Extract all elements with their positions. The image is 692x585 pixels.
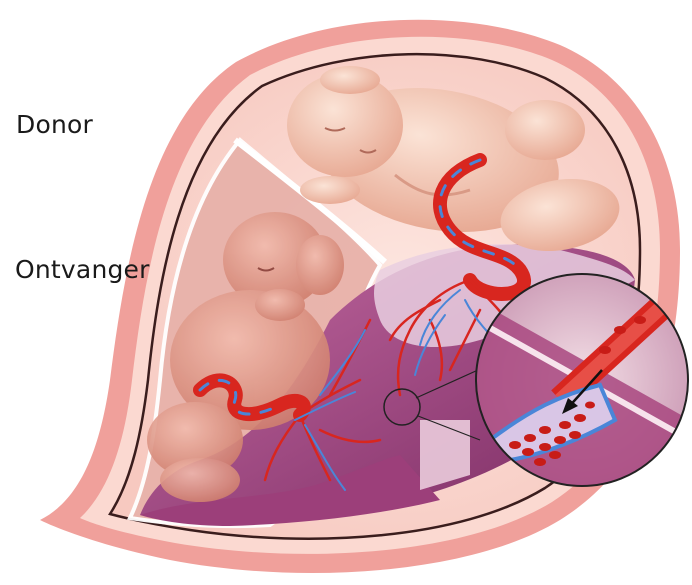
donor-label: Donor <box>16 110 93 139</box>
recipient-label: Ontvanger <box>15 255 150 284</box>
